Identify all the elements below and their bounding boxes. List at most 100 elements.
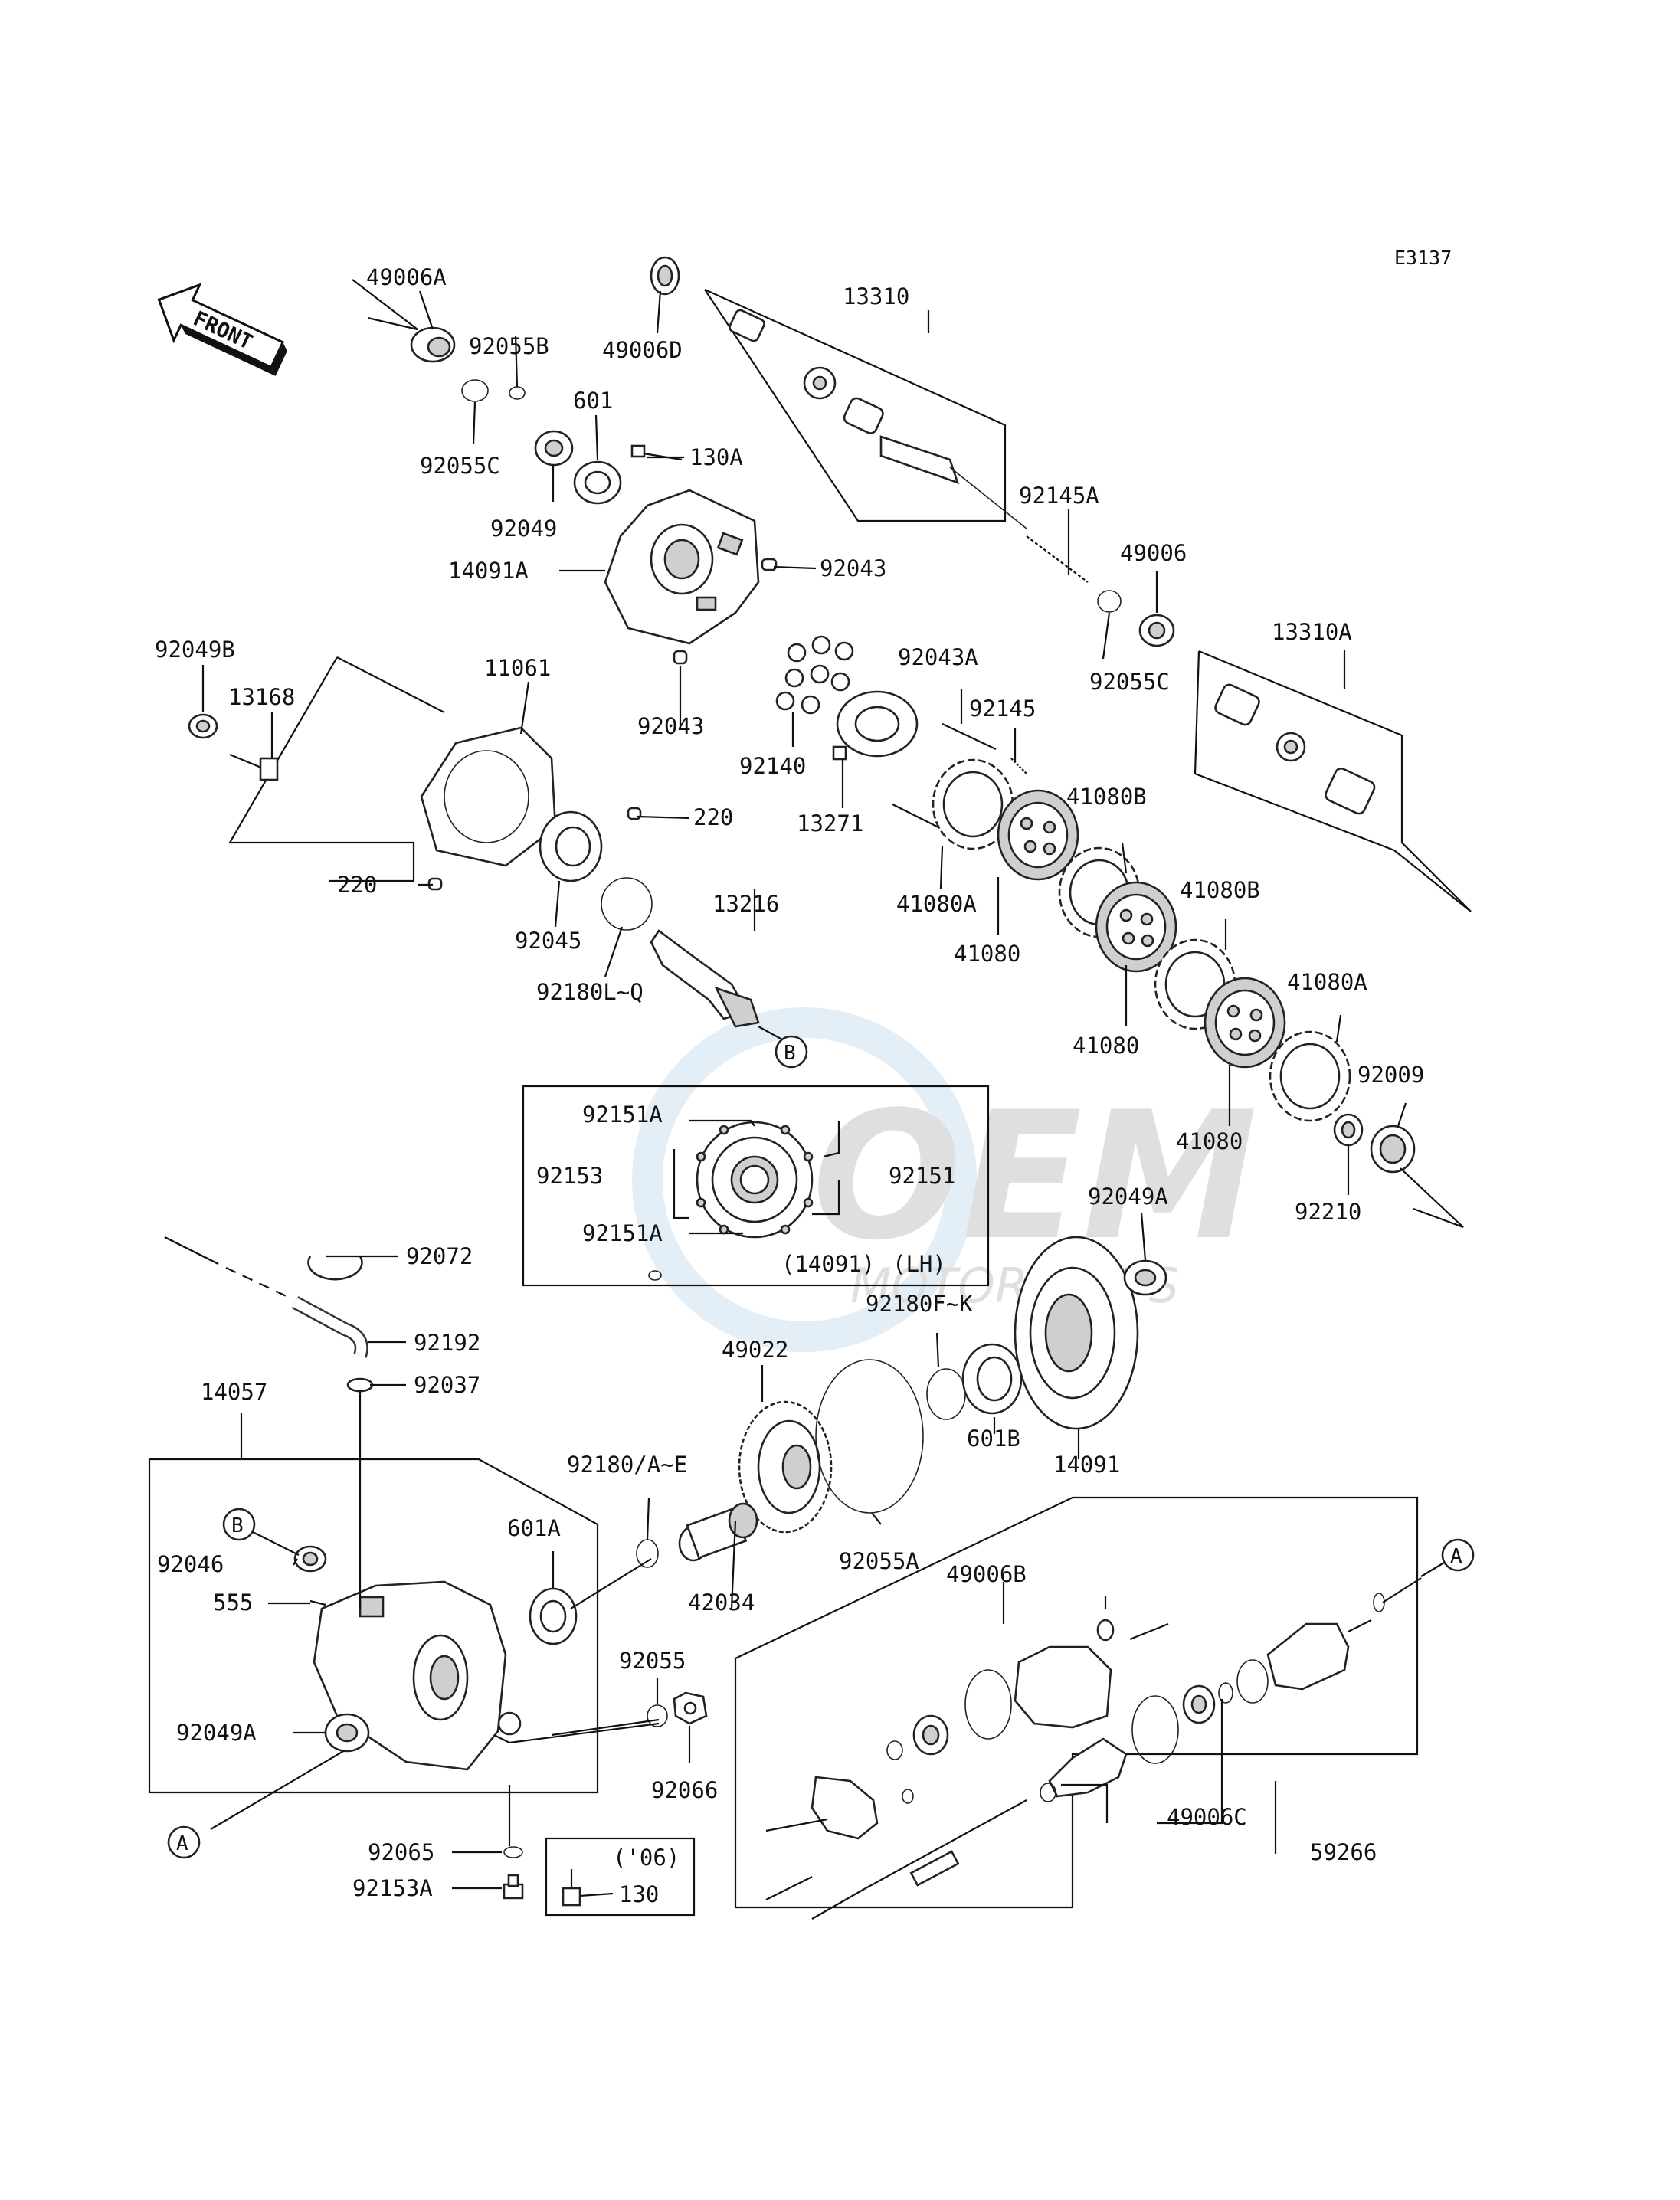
label-92055B: 92055B	[469, 333, 549, 359]
label-14091A: 14091A	[448, 558, 529, 584]
seal-92049B-icon	[188, 713, 218, 739]
label-14091: 14091	[1053, 1452, 1120, 1478]
shaft-13168-icon	[229, 753, 279, 781]
label-13310: 13310	[843, 283, 909, 309]
label-92180AE: 92180/A~E	[567, 1452, 687, 1478]
label-92210: 92210	[1295, 1199, 1361, 1225]
pins-92043A-icon	[892, 723, 1027, 851]
svg-text:A: A	[176, 1832, 188, 1855]
label-49006C: 49006C	[1167, 1804, 1247, 1830]
callout-b-top: B	[758, 1026, 808, 1069]
label-41080B-b: 41080B	[1180, 877, 1260, 903]
watermark: OEM MOTORPARTS	[632, 1007, 1258, 1352]
housing-14091-icon	[1014, 1236, 1139, 1430]
driveshaft-13310-icon	[729, 309, 1027, 529]
label-601B: 601B	[967, 1426, 1020, 1452]
label-92049B: 92049B	[155, 637, 235, 663]
hose-92192-icon	[164, 1236, 368, 1358]
label-41080B: 41080B	[1066, 784, 1147, 810]
label-92046: 92046	[157, 1551, 224, 1577]
inset-caption-ref: (14091)	[781, 1251, 875, 1277]
label-42034: 42034	[688, 1589, 755, 1616]
dowel-pins-icon	[427, 558, 778, 891]
label-49006B: 49006B	[946, 1561, 1027, 1587]
shim-92180FK-icon	[926, 1368, 966, 1420]
watermark-globe-icon	[632, 1007, 977, 1352]
boot-49006D-icon	[650, 256, 680, 296]
disc-41080b-icon	[1095, 881, 1177, 973]
leader-lines	[201, 290, 1464, 1900]
label-92145A: 92145A	[1019, 483, 1099, 509]
label-92055: 92055	[619, 1648, 686, 1674]
label-92180FK: 92180F~K	[866, 1291, 973, 1317]
label-92151A-b: 92151A	[582, 1220, 663, 1246]
label-41080A-b: 41080A	[1287, 969, 1367, 995]
cover-14091-lh-icon	[696, 1121, 814, 1239]
watermark-brand: OEM	[812, 1075, 1258, 1279]
o-ring-92055A-icon	[815, 1359, 924, 1514]
seal-92046-icon	[293, 1545, 327, 1573]
ring-gear-49022-icon	[738, 1400, 833, 1534]
label-220-a: 220	[693, 804, 733, 830]
clamp-92037-icon	[346, 1377, 374, 1393]
driveshaft-13310A-icon	[1214, 683, 1376, 815]
balls-92140-icon	[775, 635, 854, 715]
diagram-code: E3137	[1394, 247, 1452, 269]
bolt-130-icon	[562, 1869, 581, 1907]
seal-92049Ab-icon	[324, 1713, 370, 1753]
label-92055A: 92055A	[839, 1548, 919, 1574]
spline-42034-icon	[678, 1502, 758, 1562]
label-92180LQ: 92180L~Q	[536, 979, 644, 1005]
seal-92049-icon	[534, 430, 574, 467]
boot-49006-icon	[1138, 614, 1175, 647]
svg-text:B: B	[231, 1514, 244, 1537]
spring-92145A-icon	[1026, 535, 1089, 583]
callout-a-left: A	[167, 1825, 201, 1859]
bearing-92045-icon	[539, 810, 603, 882]
label-49006: 49006	[1120, 540, 1187, 566]
plate-41080Ab-icon	[1269, 1030, 1351, 1122]
label-41080-c: 41080	[1176, 1128, 1243, 1154]
label-59266: 59266	[1310, 1839, 1377, 1865]
boot-49006A-icon	[410, 326, 456, 363]
pin-555-icon	[309, 1599, 326, 1606]
label-49022: 49022	[722, 1337, 788, 1363]
part-labels: 49006A 49006D 13310 92055B 601 130A 9205…	[155, 264, 1424, 1907]
disc-41080-icon	[997, 789, 1079, 881]
label-41080A: 41080A	[896, 891, 977, 917]
label-92055C-b: 92055C	[1089, 669, 1170, 695]
label-13216: 13216	[712, 891, 779, 917]
callout-a-right: A	[1420, 1538, 1475, 1577]
label-92145: 92145	[969, 696, 1036, 722]
joint-outer-icon	[1182, 1684, 1216, 1724]
inset-leaders	[673, 1119, 840, 1235]
clutch-pack-icon	[932, 758, 1351, 1122]
label-601: 601	[573, 388, 613, 414]
label-92066: 92066	[651, 1777, 718, 1803]
label-555: 555	[213, 1589, 253, 1616]
bolt-92153A-icon	[503, 1874, 524, 1900]
label-130: 130	[619, 1881, 659, 1907]
housing-14091A-icon	[604, 489, 760, 645]
nut-92066-icon	[673, 1691, 708, 1725]
axle-59266-icon	[765, 1593, 1385, 1920]
disc-41080c-icon	[1204, 977, 1286, 1069]
label-92043-b: 92043	[637, 713, 704, 739]
shim-92180LQ-icon	[601, 877, 653, 931]
label-41080-b: 41080	[1073, 1033, 1139, 1059]
label-601A: 601A	[507, 1515, 561, 1541]
label-13168: 13168	[228, 684, 295, 710]
boot-49006B-icon	[1014, 1645, 1112, 1729]
label-92037: 92037	[414, 1372, 480, 1398]
label-92192: 92192	[414, 1330, 480, 1356]
label-92140: 92140	[739, 753, 806, 779]
label-92049A: 92049A	[1088, 1183, 1168, 1210]
label-220-b: 220	[337, 872, 377, 898]
label-92045: 92045	[515, 928, 581, 954]
bearing-601A-icon	[529, 1587, 578, 1645]
label-92072: 92072	[406, 1243, 473, 1269]
callout-b-left: B	[222, 1508, 300, 1556]
svg-text:B: B	[784, 1042, 796, 1065]
label-92055C: 92055C	[420, 453, 500, 479]
label-92043-a: 92043	[820, 555, 886, 581]
